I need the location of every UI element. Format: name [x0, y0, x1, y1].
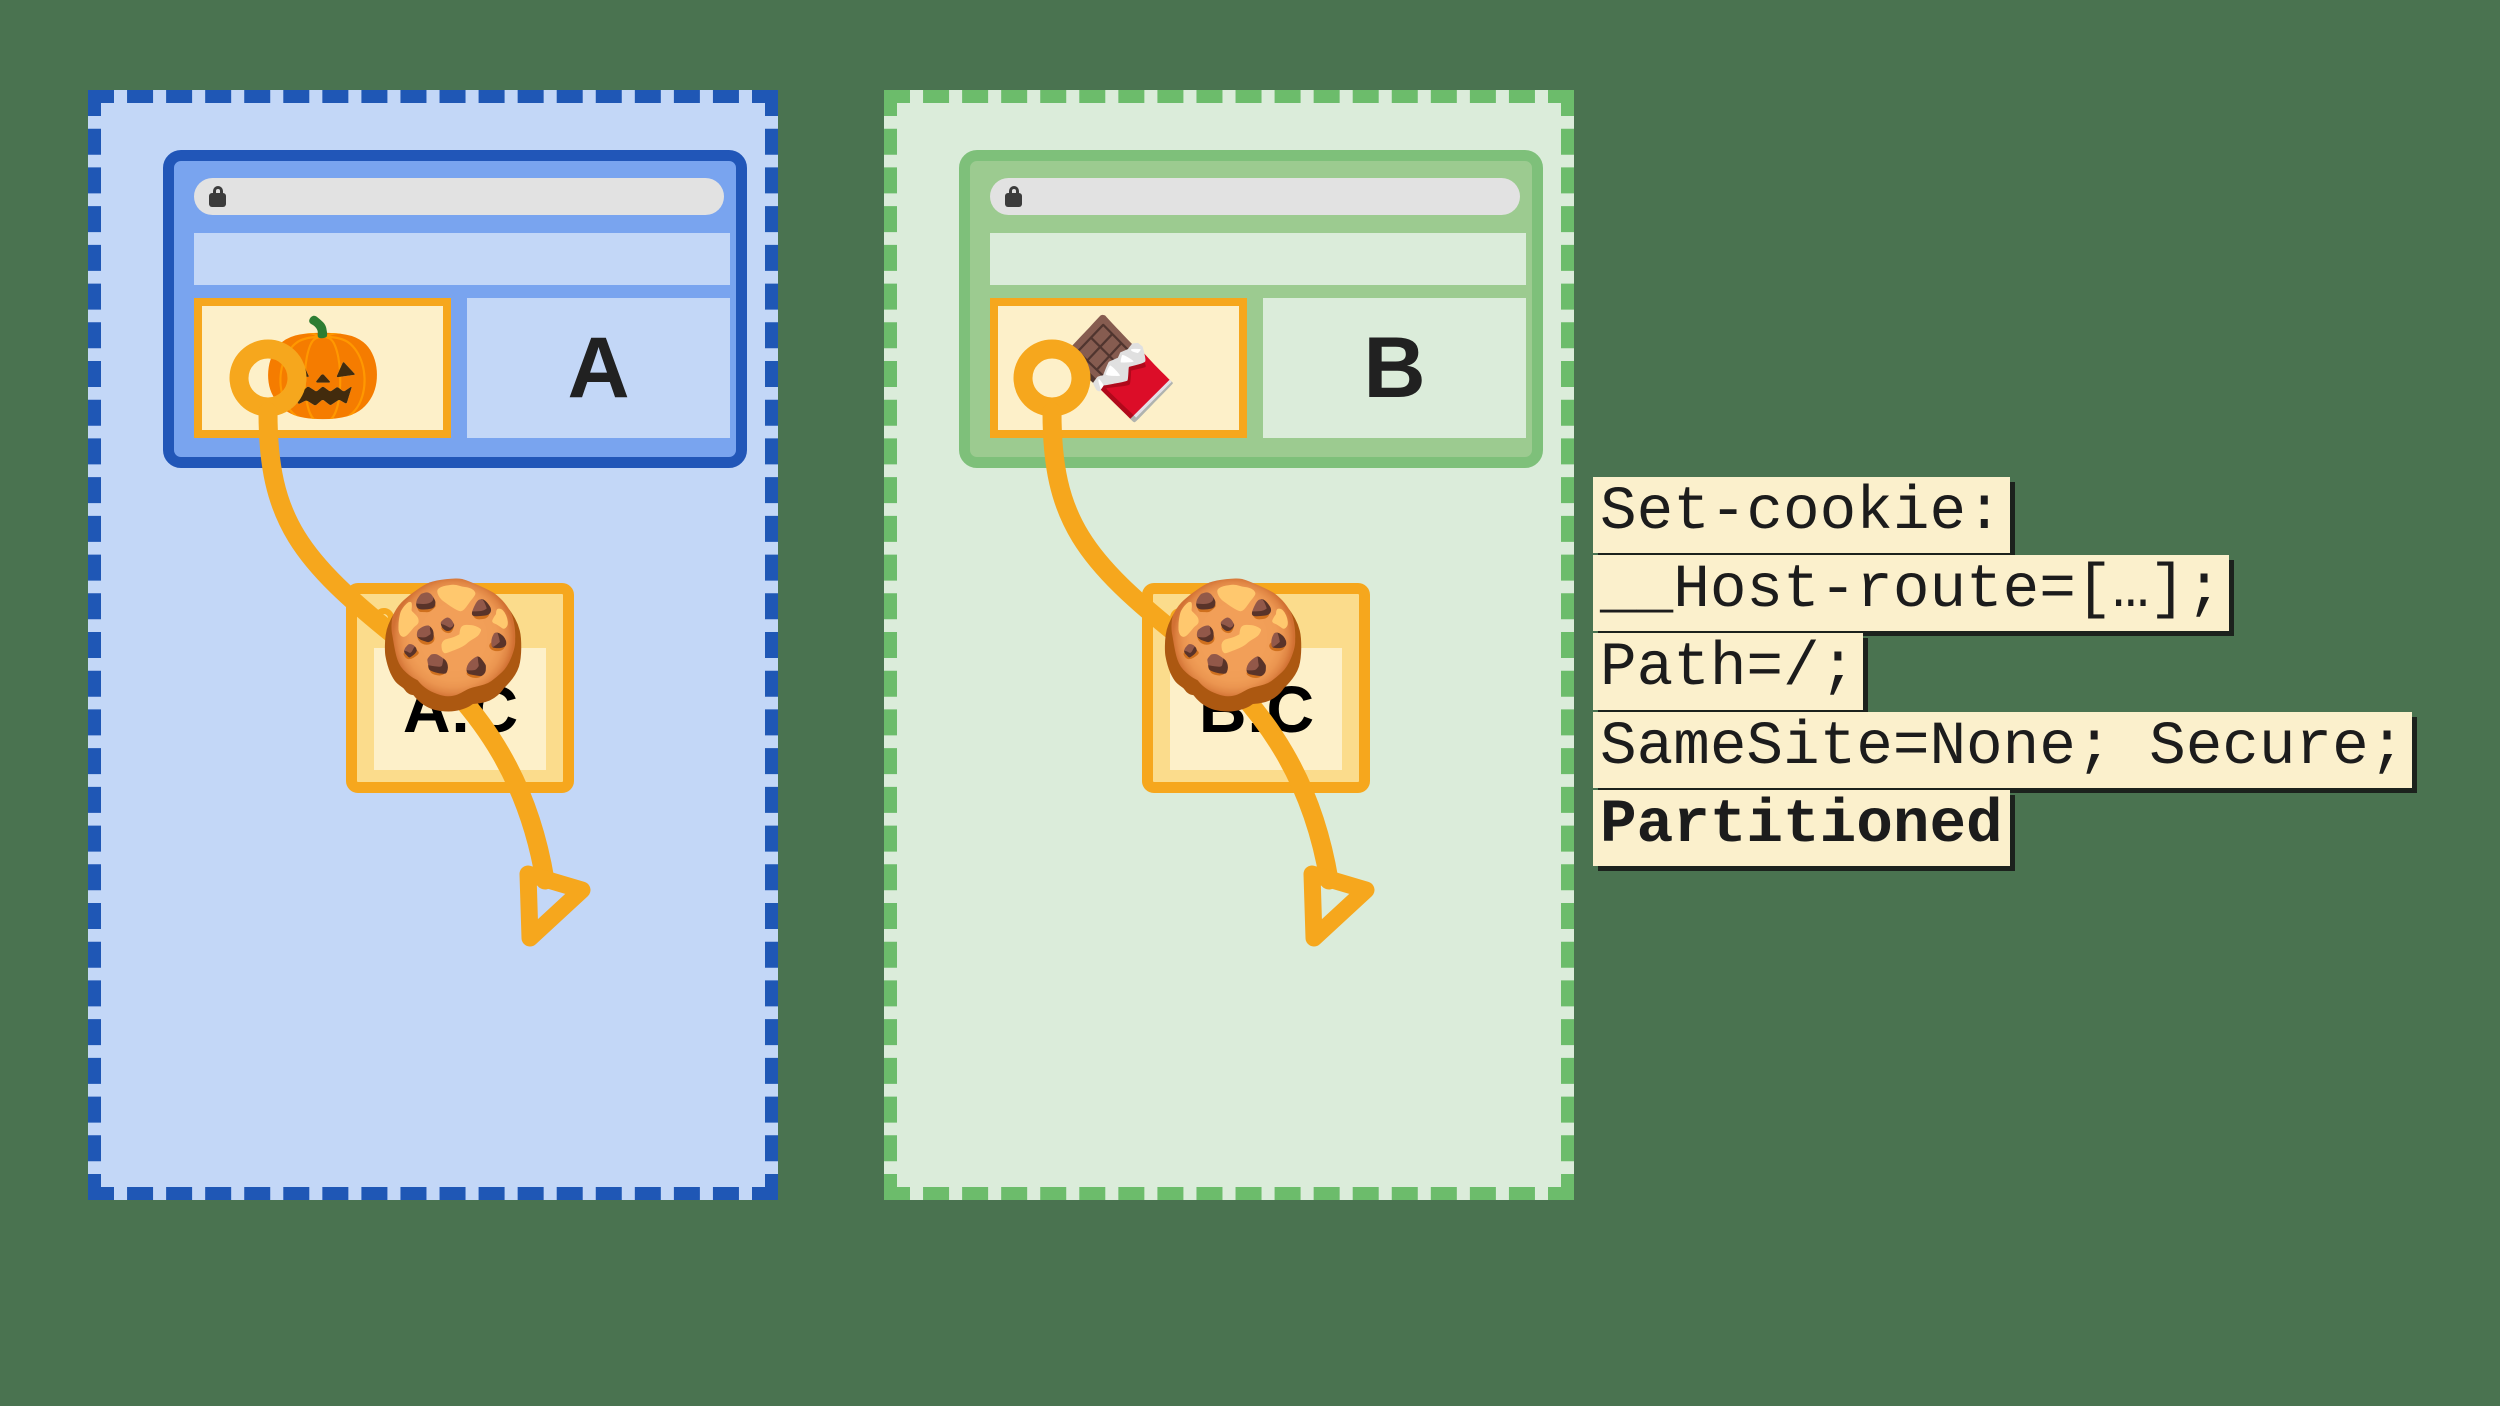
browser-window-a: 🎃 A	[163, 150, 747, 468]
code-line-1: __Host-route=[…];	[1593, 555, 2230, 632]
browser-window-b: 🍫 B	[959, 150, 1543, 468]
code-line-3: SameSite=None; Secure;	[1593, 711, 2413, 788]
site-panel-b: B	[1263, 298, 1526, 438]
url-bar-a[interactable]	[194, 178, 724, 215]
url-bar-b[interactable]	[990, 178, 1520, 215]
embedded-iframe-b: 🍫	[990, 298, 1247, 438]
site-letter-a: A	[567, 320, 630, 416]
site-letter-b: B	[1363, 320, 1426, 416]
jack-o-lantern-emoji: 🎃	[261, 313, 384, 423]
code-line-0: Set-cookie:	[1593, 477, 2010, 554]
cookie-emoji: 🍪	[1156, 576, 1311, 714]
chocolate-bar-emoji: 🍫	[1057, 313, 1180, 423]
code-line-4: Partitioned	[1593, 789, 2010, 867]
embedded-iframe-a: 🎃	[194, 298, 451, 438]
lock-icon	[1005, 186, 1022, 207]
page-content-strip-b	[990, 233, 1526, 285]
lock-icon	[209, 186, 226, 207]
page-content-strip-a	[194, 233, 730, 285]
code-line-2: Path=/;	[1593, 633, 1864, 710]
set-cookie-header-code: Set-cookie:__Host-route=[…];Path=/;SameS…	[1593, 477, 2413, 868]
cookie-emoji: 🍪	[376, 576, 531, 714]
site-panel-a: A	[467, 298, 730, 438]
